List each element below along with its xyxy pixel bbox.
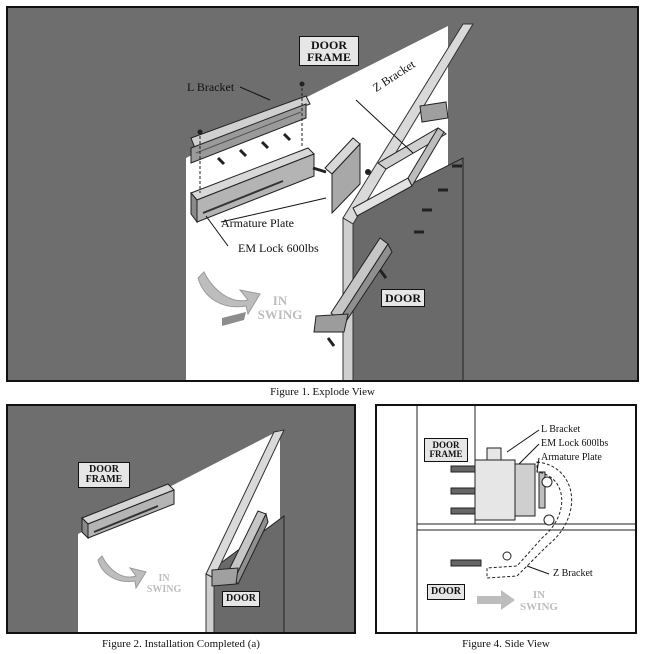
em-lock-assembly: [81, 483, 175, 540]
door-frame-label: DOOR FRAME: [299, 36, 359, 66]
armature-plate-label: Armature Plate: [221, 216, 294, 230]
z-bracket-shape: [313, 127, 447, 333]
figure-2-caption: Figure 2. Installation Completed (a): [102, 638, 260, 650]
door-frame-label: DOOR FRAME: [78, 462, 130, 488]
z-bracket-assembly: [211, 510, 269, 587]
em-lock-shape: [190, 147, 315, 224]
door-label: DOOR: [381, 289, 425, 307]
figure-1-caption: Figure 1. Explode View: [270, 386, 375, 398]
figure-2-drawing: [78, 429, 285, 632]
figure-4-side-view: L Bracket EM Lock 600lbs Armature Plate …: [375, 404, 637, 634]
mounting-screws: [197, 81, 305, 193]
em-lock-label: EM Lock 600lbs: [541, 438, 609, 449]
in-swing-label: IN SWING: [146, 573, 182, 595]
figure-2-installation-completed: DOOR FRAME DOOR IN SWING: [6, 404, 356, 634]
swing-arrow-icon: [477, 590, 515, 610]
figure-4-drawing: [416, 406, 635, 632]
figure-1-explode-view: DOOR FRAME L Bracket Z Bracket Armature …: [6, 6, 639, 382]
door-frame-label: DOOR FRAME: [424, 438, 468, 462]
leader-lines: [205, 86, 414, 247]
door-label: DOOR: [222, 591, 260, 607]
armature-plate-shape: [312, 137, 371, 215]
z-bracket-screws: [326, 101, 462, 347]
l-bracket-label: L Bracket: [187, 80, 235, 94]
swing-arrow-icon: [197, 271, 261, 326]
swing-arrow-icon: [97, 555, 147, 590]
armature-plate-label: Armature Plate: [541, 452, 602, 463]
in-swing-label: IN SWING: [257, 293, 303, 322]
em-lock-body: [474, 447, 546, 521]
z-bracket-profile: [486, 461, 573, 579]
em-lock-label: EM Lock 600lbs: [238, 241, 319, 255]
z-bracket-label: Z Bracket: [553, 568, 593, 579]
figure-4-caption: Figure 4. Side View: [462, 638, 550, 650]
l-bracket-shape: [190, 95, 311, 164]
l-bracket-label: L Bracket: [541, 424, 581, 435]
door-edge-face: [205, 573, 215, 632]
door-label: DOOR: [427, 584, 465, 600]
leader-lines: [506, 429, 550, 575]
in-swing-label: IN SWING: [520, 589, 558, 613]
